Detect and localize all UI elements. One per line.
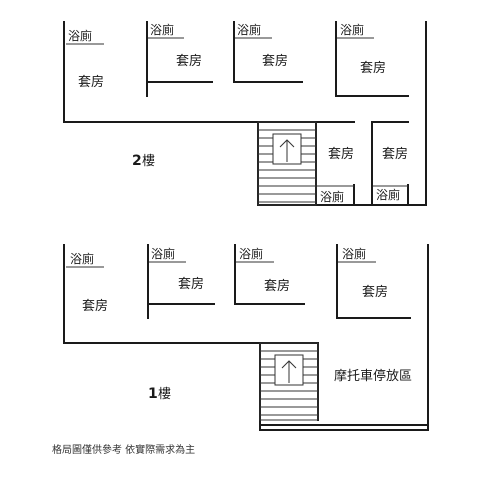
floor-2-bath-label: 浴廁 xyxy=(320,189,344,204)
floor-1-suite-label: 套房 xyxy=(178,276,204,292)
disclaimer-note: 格局圖僅供參考 依實際需求為主 xyxy=(52,443,195,456)
floor-2-suite-label: 套房 xyxy=(382,146,408,162)
arrow-up-icon xyxy=(281,360,297,383)
floor-1-bath-label: 浴廁 xyxy=(70,251,94,266)
floor-2-suite-label: 套房 xyxy=(78,74,104,90)
floor-1-bath-label: 浴廁 xyxy=(342,246,366,261)
floor-2-suite-label: 套房 xyxy=(328,146,354,162)
floor-2-plan: 浴廁 套房 浴廁 套房 浴廁 套房 浴廁 套房 套房 套房 浴廁 浴廁 2 樓 xyxy=(63,21,427,206)
floor-1-plan: 浴廁 套房 浴廁 套房 浴廁 套房 浴廁 套房 摩托車停放區 1 樓 xyxy=(63,244,429,431)
floor-1-number: 1 xyxy=(148,386,158,402)
floor-2-bath-label: 浴廁 xyxy=(237,22,261,37)
arrow-up-icon xyxy=(279,139,295,162)
moto-parking-label: 摩托車停放區 xyxy=(334,368,412,384)
floor-2-number: 2 xyxy=(132,153,142,169)
floor-1-suite-label: 套房 xyxy=(362,284,388,300)
floor-2-bath-label: 浴廁 xyxy=(150,22,174,37)
floor-1-suite-label: 套房 xyxy=(264,278,290,294)
floor-1-suite-label: 套房 xyxy=(82,298,108,314)
floor-2-bath-label: 浴廁 xyxy=(68,28,92,43)
floor-1-bath-label: 浴廁 xyxy=(239,246,263,261)
floor-2-unit: 樓 xyxy=(142,154,155,169)
floor-1-unit: 樓 xyxy=(158,387,171,402)
floor-2-bath-label: 浴廁 xyxy=(376,187,400,202)
floor-2-suite-label: 套房 xyxy=(262,53,288,69)
floor-1-outer-wall xyxy=(63,244,429,431)
floor-2-suite-label: 套房 xyxy=(176,53,202,69)
floor-2-suite-label: 套房 xyxy=(360,60,386,76)
floor-2-bath-label: 浴廁 xyxy=(340,22,364,37)
floor-1-bath-label: 浴廁 xyxy=(151,246,175,261)
